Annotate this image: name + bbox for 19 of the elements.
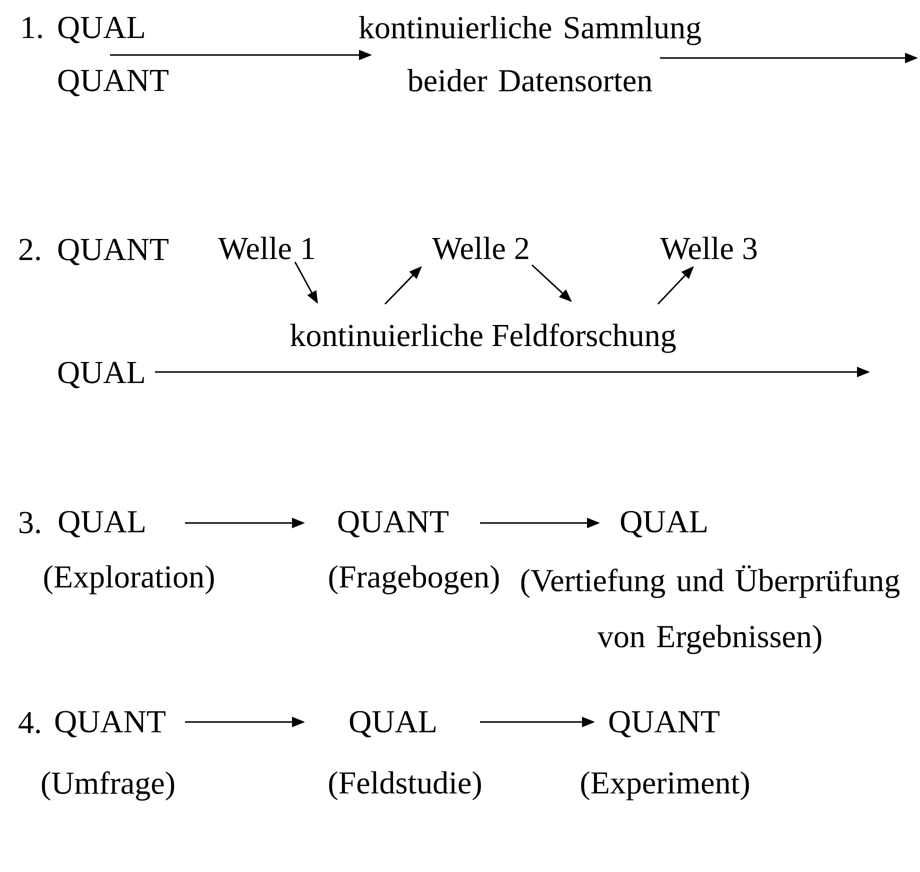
- method-label: QUAL (Feldstudie): [329, 711, 481, 800]
- step-number: 3.: [20, 512, 40, 534]
- method-label: QUANT: [58, 70, 168, 96]
- process-text: kontinuierliche Sammlung beider Datensorten: [359, 16, 701, 92]
- method-label: QUAL (Vertiefung und Überprüfung von Ergebnissen): [521, 511, 900, 654]
- step-number: 1.: [22, 16, 42, 38]
- method-label: QUAL (Exploration): [44, 511, 214, 594]
- method-label: QUAL: [58, 16, 144, 44]
- step-number: 2.: [19, 238, 40, 260]
- wave-label: Welle 3: [660, 236, 757, 260]
- wave-label: Welle 1: [218, 236, 314, 260]
- method-label: QUANT (Fragebogen): [329, 511, 499, 594]
- method-label: QUANT (Umfrage): [42, 711, 174, 801]
- method-label: QUAL: [58, 362, 144, 388]
- method-label: QUANT: [58, 238, 168, 266]
- step-number: 4.: [18, 712, 40, 734]
- method-label: kontinuierliche Feldforschung: [290, 323, 676, 353]
- wave-label: Welle 2: [432, 236, 528, 260]
- method-label: QUANT (Experiment): [581, 711, 749, 800]
